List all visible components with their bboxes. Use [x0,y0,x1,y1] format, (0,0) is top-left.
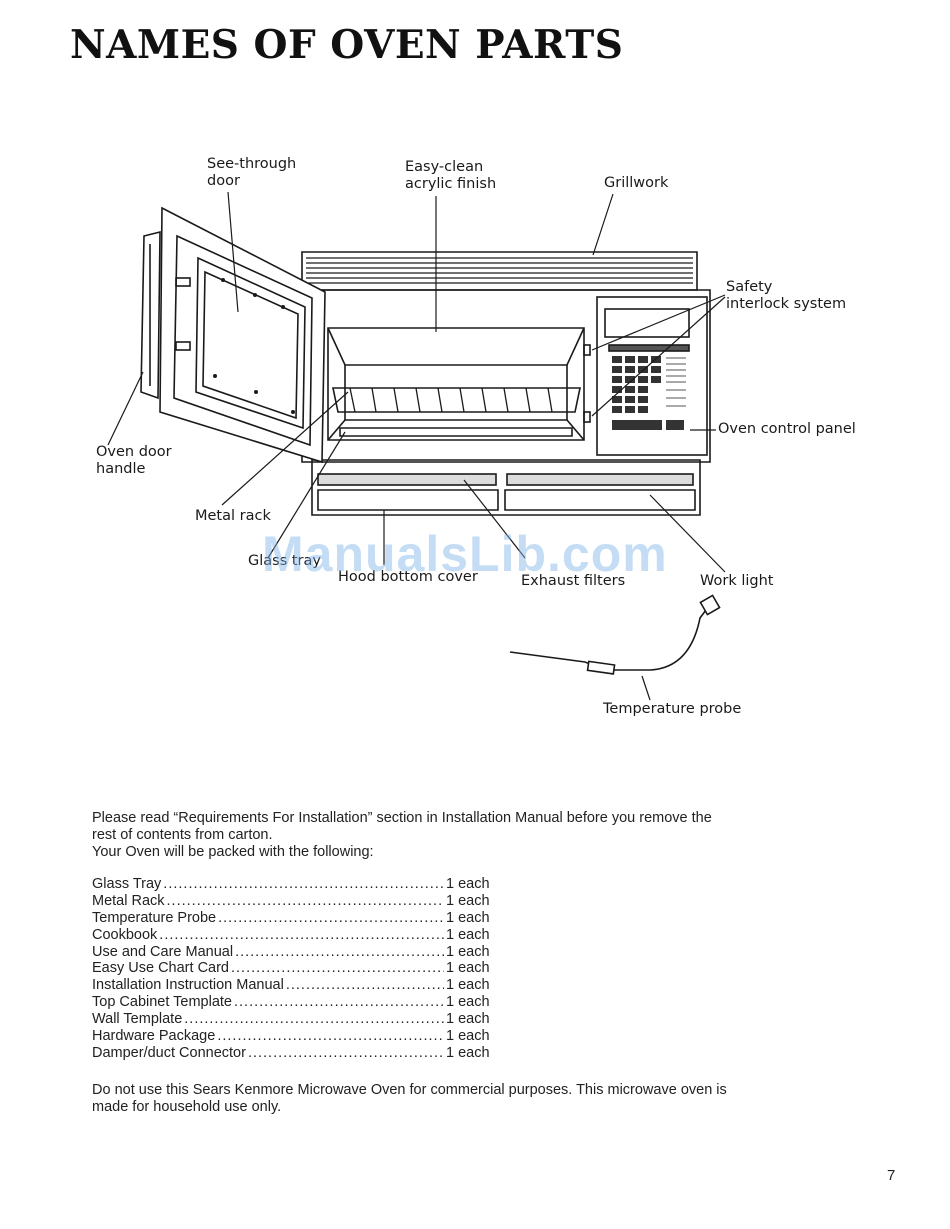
list-item: Hardware Package........................… [92,1028,492,1045]
label-line: Easy-clean [405,159,484,175]
oven-door-drawing [140,206,326,464]
leader-lines [107,191,726,701]
item-qty: 1 each [446,876,490,892]
grillwork-vent [301,251,698,291]
list-item: Installation Instruction Manual.........… [92,977,492,994]
oven-body [301,289,711,516]
leader-dots: ........................................… [285,977,444,994]
leader-dots: ........................................… [184,1011,444,1028]
list-item: Glass Tray..............................… [92,876,492,893]
list-item: Temperature Probe.......................… [92,910,492,927]
label-oven-door-handle: Oven door handle [96,444,172,478]
leader-dots: ........................................… [159,926,444,943]
item-qty: 1 each [446,909,490,926]
label-exhaust-filters: Exhaust filters [521,573,626,589]
item-name: Wall Template [92,1011,183,1028]
leader-dots: ........................................… [218,909,444,926]
label-line: See-through [207,156,297,172]
label-line: acrylic finish [405,176,497,192]
control-panel-drawing [596,296,708,456]
label-safety-interlock: Safety interlock system [726,279,846,313]
label-metal-rack: Metal rack [195,508,271,524]
list-item: Easy Use Chart Card.....................… [92,960,492,977]
page-number: 7 [887,1167,896,1184]
label-work-light: Work light [700,573,774,589]
oven-diagram: See-through door Easy-clean acrylic fini… [0,140,950,740]
page-title: NAMES OF OVEN PARTS [70,22,624,68]
label-temperature-probe: Temperature probe [603,701,742,717]
item-name: Damper/duct Connector [92,1044,246,1061]
list-item: Damper/duct Connector...................… [92,1045,492,1062]
intro-text: Please read “Requirements For Installati… [92,810,792,861]
intro-line: Your Oven will be packed with the follow… [92,844,374,860]
list-item: Top Cabinet Template....................… [92,994,492,1011]
note-line: made for household use only. [92,1099,282,1115]
item-name: Top Cabinet Template [92,994,232,1011]
package-contents-list: Glass Tray..............................… [92,876,492,1062]
item-name: Hardware Package [92,1028,216,1045]
leader-dots: ........................................… [235,943,444,960]
item-qty: 1 each [446,994,490,1011]
oven-illustration [107,191,726,701]
item-qty: 1 each [446,1044,490,1061]
item-qty: 1 each [446,943,490,960]
list-item: Use and Care Manual.....................… [92,944,492,961]
intro-line: rest of contents from carton. [92,827,273,843]
list-item: Wall Template...........................… [92,1011,492,1028]
item-qty: 1 each [446,892,490,909]
leader-dots: ........................................… [234,994,444,1011]
label-glass-tray: Glass tray [248,553,321,569]
temperature-probe-drawing [509,594,721,675]
label-easy-clean-finish: Easy-clean acrylic finish [405,159,496,193]
intro-line: Please read “Requirements For Installati… [92,810,712,826]
item-qty: 1 each [446,977,490,994]
label-hood-bottom-cover: Hood bottom cover [338,569,478,585]
item-name: Glass Tray [92,876,162,892]
item-name: Temperature Probe [92,909,217,926]
leader-dots: ........................................… [163,876,444,892]
list-item: Metal Rack..............................… [92,893,492,910]
label-line: Safety [726,279,773,295]
item-name: Easy Use Chart Card [92,960,229,977]
item-name: Use and Care Manual [92,943,234,960]
item-qty: 1 each [446,926,490,943]
leader-dots: ........................................… [166,892,444,909]
label-line: handle [96,461,146,477]
label-line: Oven door [96,444,172,460]
item-name: Metal Rack [92,892,165,909]
label-oven-control-panel: Oven control panel [718,421,856,437]
item-qty: 1 each [446,960,490,977]
usage-note: Do not use this Sears Kenmore Microwave … [92,1082,792,1116]
item-qty: 1 each [446,1028,490,1045]
label-line: door [207,173,240,189]
item-qty: 1 each [446,1011,490,1028]
list-item: Cookbook................................… [92,927,492,944]
label-see-through-door: See-through door [207,156,296,190]
label-grillwork: Grillwork [604,175,669,191]
leader-dots: ........................................… [247,1044,444,1061]
item-name: Installation Instruction Manual [92,977,284,994]
item-name: Cookbook [92,926,158,943]
note-line: Do not use this Sears Kenmore Microwave … [92,1082,727,1098]
leader-dots: ........................................… [231,960,444,977]
label-line: interlock system [726,296,847,312]
leader-dots: ........................................… [217,1028,444,1045]
